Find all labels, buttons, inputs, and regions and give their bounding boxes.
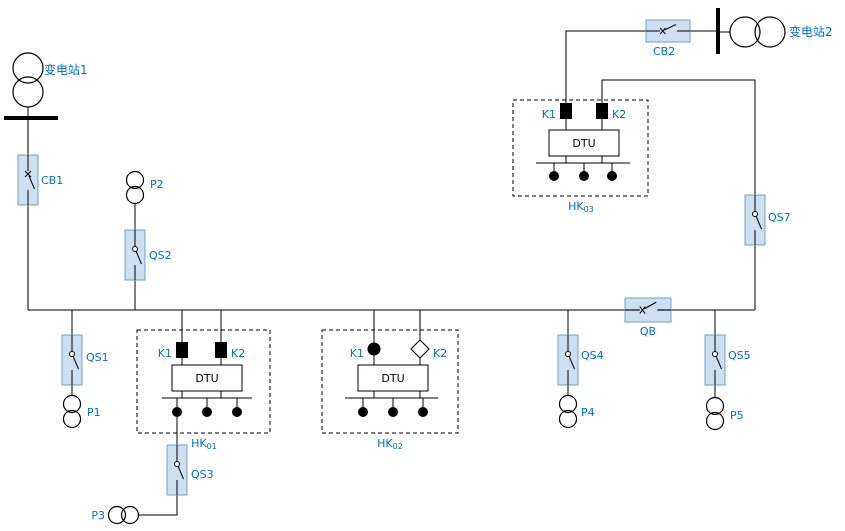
transformer-coil xyxy=(754,16,786,48)
p1-label: P1 xyxy=(87,406,101,419)
p3-transformer xyxy=(107,505,140,525)
wire-hk03-stems xyxy=(553,163,613,171)
substation2-transformer xyxy=(729,16,786,48)
qs1-disconnector[interactable] xyxy=(61,334,83,386)
qs3-label: QS3 xyxy=(191,468,214,481)
hk01-k1-label: K1 xyxy=(158,347,172,360)
transformer-coil xyxy=(12,76,44,108)
substation1-label: 变电站1 xyxy=(44,62,88,77)
hk01-enclosure xyxy=(136,329,271,434)
feeder-circle xyxy=(607,171,617,181)
qs4-label: QS4 xyxy=(581,349,604,362)
hk02-dtu: DTU xyxy=(357,364,429,392)
feeder-circle xyxy=(418,407,428,417)
cb2-breaker[interactable] xyxy=(645,19,691,43)
wire-hk03-k1-cb2 xyxy=(565,30,646,103)
p5-label: P5 xyxy=(730,409,744,422)
qb-label: QB xyxy=(640,325,656,338)
qs4-disconnector[interactable] xyxy=(557,334,579,386)
hk03-label: HK03 xyxy=(568,200,594,214)
wire-hk01-stems xyxy=(176,398,238,407)
qs5-disconnector[interactable] xyxy=(704,334,726,386)
substation1-transformer xyxy=(12,52,44,108)
qs3-disconnector[interactable] xyxy=(166,444,188,496)
busbar-substation1 xyxy=(4,116,58,120)
p2-label: P2 xyxy=(150,178,164,191)
feeder-circle xyxy=(232,407,242,417)
hk01-k1-switch[interactable] xyxy=(176,342,188,358)
hk01-feeders xyxy=(172,407,242,417)
hk01-k2-switch[interactable] xyxy=(215,342,227,358)
p3-label: P3 xyxy=(91,509,105,522)
hk03-k1-label: K1 xyxy=(542,108,556,121)
transformer-coil xyxy=(12,52,44,84)
feeder-circle xyxy=(579,171,589,181)
substation2-label: 变电站2 xyxy=(789,24,833,39)
feeder-circle xyxy=(549,171,559,181)
transformer-coil xyxy=(729,16,761,48)
hk02-dtu-label: DTU xyxy=(381,372,404,385)
hk03-k1-switch[interactable] xyxy=(560,103,572,119)
hk01-dtu-label: DTU xyxy=(195,372,218,385)
hk02-k2-switch[interactable] xyxy=(410,339,430,359)
p1-transformer xyxy=(62,394,82,429)
qs7-label: QS7 xyxy=(768,211,791,224)
qs5-label: QS5 xyxy=(728,349,751,362)
hk03-dtu: DTU xyxy=(548,129,620,157)
cb1-label: CB1 xyxy=(41,174,63,187)
feeder-circle xyxy=(358,407,368,417)
feeder-circle xyxy=(172,407,182,417)
hk03-dtu-label: DTU xyxy=(572,137,595,150)
qs2-disconnector[interactable] xyxy=(124,229,146,281)
hk02-feeders xyxy=(358,407,428,417)
cb2-label: CB2 xyxy=(653,45,675,58)
hk02-k1-switch[interactable] xyxy=(367,342,381,356)
hk03-k2-label: K2 xyxy=(612,108,626,121)
feeder-circle xyxy=(202,407,212,417)
hk01-k2-label: K2 xyxy=(231,347,245,360)
p4-transformer xyxy=(558,394,578,429)
hk02-k1-label: K1 xyxy=(350,347,364,360)
busbar-substation2 xyxy=(716,8,720,54)
hk01-label: HK01 xyxy=(191,437,217,451)
qs7-disconnector[interactable] xyxy=(744,194,766,246)
hk03-enclosure xyxy=(512,99,649,197)
hk02-label: HK02 xyxy=(377,437,403,451)
p2-transformer xyxy=(125,170,145,205)
hk01-dtu: DTU xyxy=(171,364,243,392)
feeder-circle xyxy=(388,407,398,417)
hk02-k2-label: K2 xyxy=(433,347,447,360)
wire-hk02-stems xyxy=(362,398,424,407)
hk03-feeders xyxy=(549,171,617,181)
qb-tie-switch[interactable] xyxy=(624,297,672,323)
p5-transformer xyxy=(705,396,725,431)
qs2-label: QS2 xyxy=(149,249,172,262)
wires xyxy=(27,30,756,516)
p4-label: P4 xyxy=(581,406,595,419)
qs1-label: QS1 xyxy=(86,351,109,364)
cb1-breaker[interactable] xyxy=(17,154,39,206)
hk03-k2-switch[interactable] xyxy=(596,103,608,119)
